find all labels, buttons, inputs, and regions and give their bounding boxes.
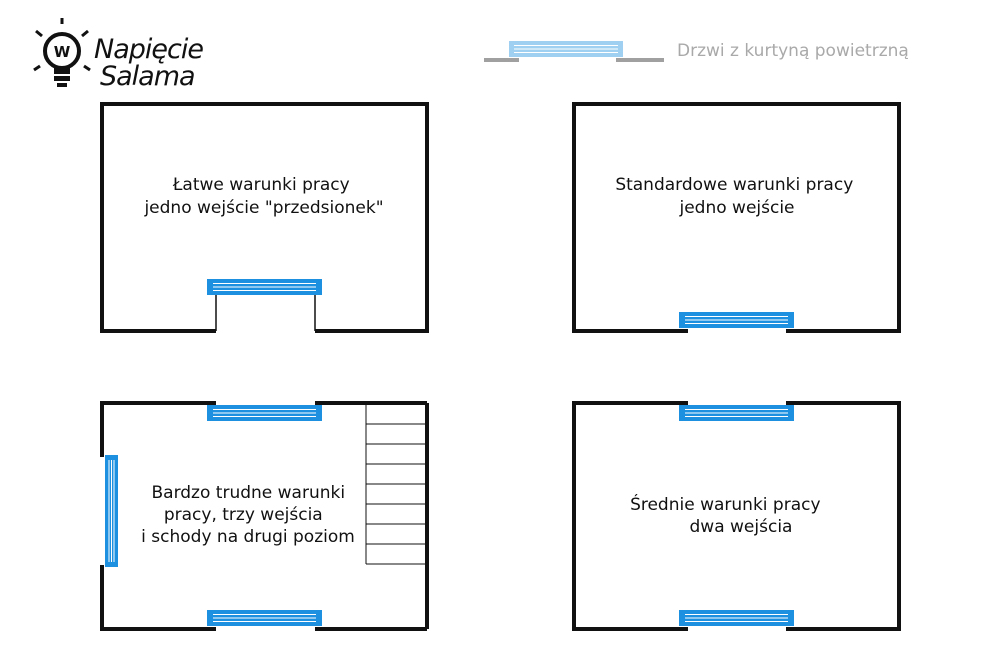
- air-curtain-icon: [207, 279, 322, 295]
- room-very-hard-wall-bottom-left: [100, 565, 216, 631]
- room-medium-walls-right: [786, 401, 901, 631]
- logo-bulb-letter: W: [54, 43, 71, 61]
- room-easy-line-2: jedno wejście "przedsionek": [143, 198, 383, 218]
- room-medium-line-1: Średnie warunki pracy: [630, 493, 820, 515]
- room-standard-line-1: Standardowe warunki pracy: [615, 175, 853, 195]
- air-curtain-icon: [679, 405, 794, 421]
- room-very-hard-label: Bardzo trudne warunki pracy, trzy wejści…: [141, 483, 355, 547]
- room-easy: [100, 102, 429, 333]
- air-curtain-icon: [207, 610, 322, 626]
- room-very-hard-line-2: pracy, trzy wejścia: [164, 505, 323, 525]
- logo-line-1: Napięcie: [94, 34, 203, 65]
- air-curtain-icon: [679, 610, 794, 626]
- room-very-hard-line-1: Bardzo trudne warunki: [152, 483, 346, 503]
- room-very-hard: [100, 401, 429, 631]
- room-very-hard-wall-top-left: [100, 401, 216, 457]
- room-medium-line-2: dwa wejścia: [690, 517, 793, 537]
- brand-logo: W Napięcie Salama: [33, 18, 204, 92]
- legend-air-curtain-icon: [509, 41, 623, 57]
- room-standard-label: Standardowe warunki pracy jedno wejście: [615, 175, 858, 218]
- room-medium-walls-left: [572, 401, 688, 631]
- room-medium: [572, 401, 901, 631]
- air-curtain-icon: [105, 455, 118, 567]
- room-standard-walls: [572, 102, 901, 333]
- staircase: [365, 404, 426, 565]
- air-curtain-icon: [207, 405, 322, 421]
- room-standard-line-2: jedno wejście: [678, 198, 794, 218]
- lightbulb-icon: W: [33, 18, 91, 87]
- logo-line-2: Salama: [100, 61, 195, 92]
- room-easy-line-1: Łatwe warunki pracy: [172, 175, 350, 195]
- air-curtain-icon: [679, 312, 794, 328]
- room-easy-walls: [100, 102, 429, 333]
- legend: Drzwi z kurtyną powietrzną: [484, 41, 909, 62]
- room-standard: [572, 102, 901, 333]
- legend-label: Drzwi z kurtyną powietrzną: [677, 41, 909, 61]
- room-medium-label: Średnie warunki pracy dwa wejścia: [630, 493, 826, 537]
- room-easy-label: Łatwe warunki pracy jedno wejście "przed…: [143, 175, 383, 218]
- room-very-hard-line-3: i schody na drugi poziom: [141, 527, 355, 547]
